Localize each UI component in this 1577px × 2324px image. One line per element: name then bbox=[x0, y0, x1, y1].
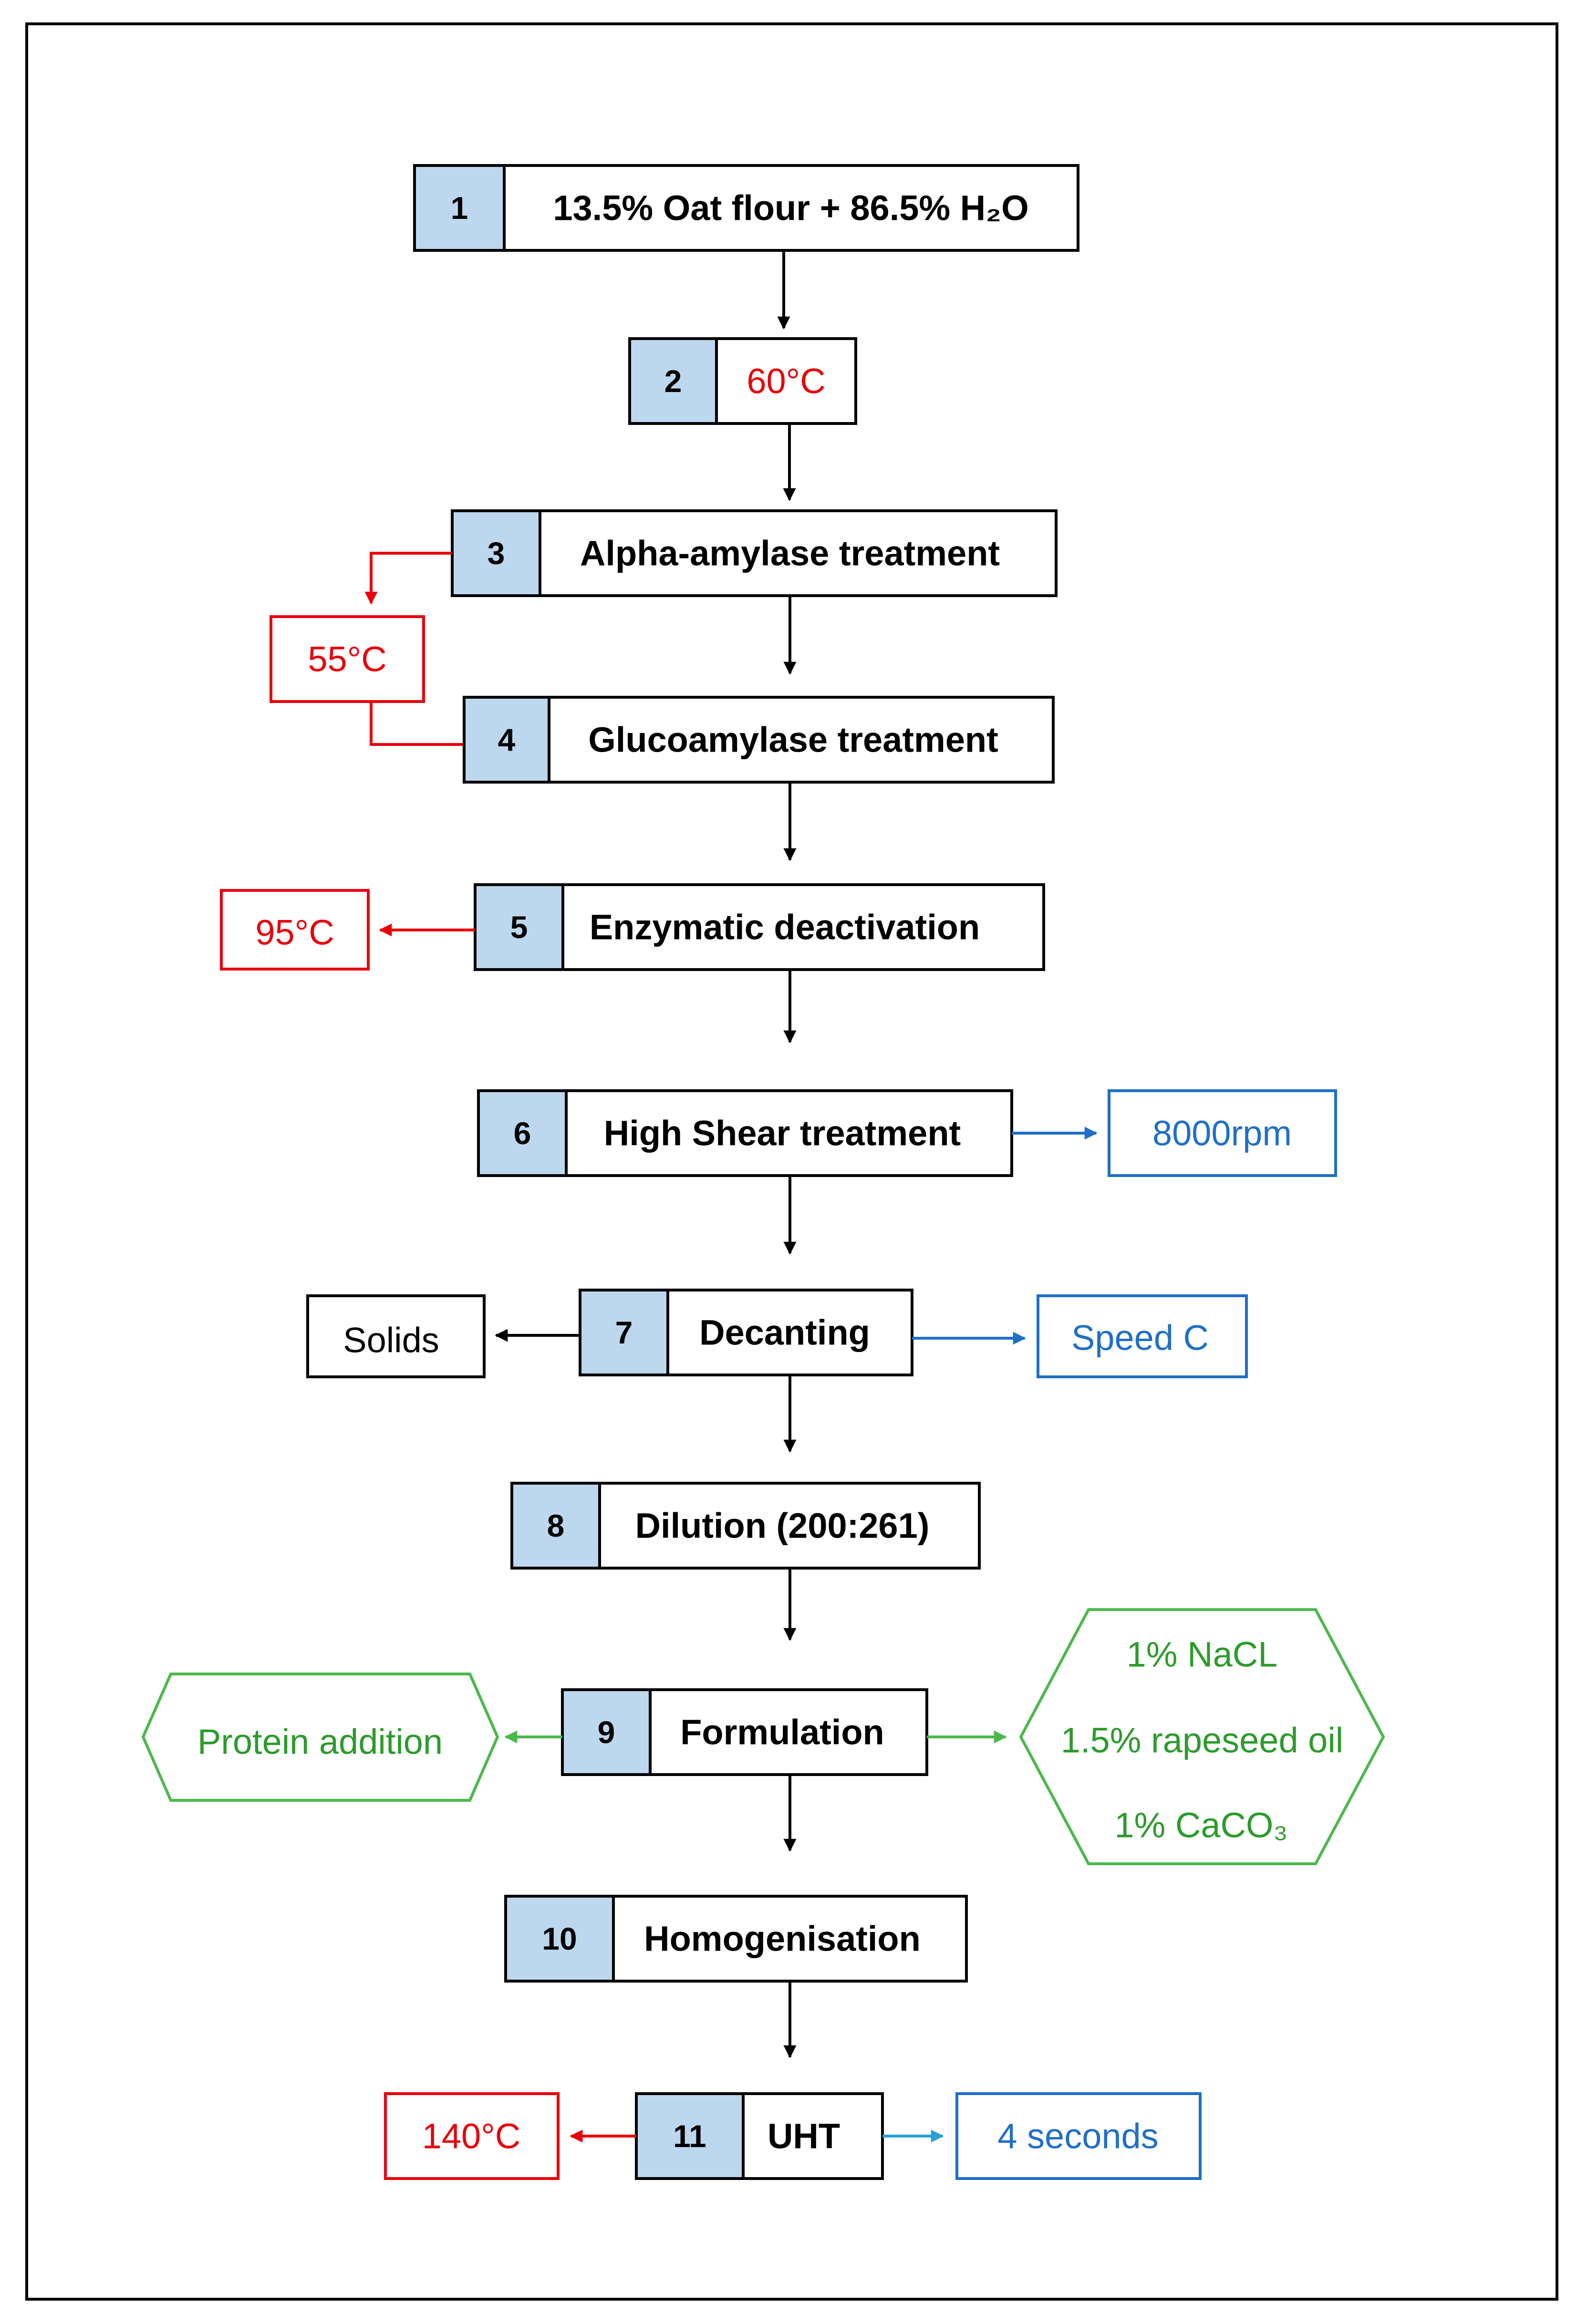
additive-1: 1% NaCL bbox=[1127, 1635, 1278, 1674]
step-2-number-box bbox=[628, 337, 718, 425]
uht-temp-label: 140°C bbox=[422, 2117, 521, 2156]
step-2: 2 60°C bbox=[628, 337, 857, 425]
uht-time-box bbox=[955, 2092, 1202, 2180]
shear-speed-label: 8000rpm bbox=[1152, 1114, 1292, 1153]
step-7-label-box bbox=[666, 1289, 913, 1376]
step-1-number-box bbox=[413, 164, 506, 252]
step-10-number-box bbox=[504, 1895, 615, 1983]
step-5-number: 5 bbox=[510, 909, 528, 945]
step-10: 10 Homogenisation bbox=[504, 1895, 968, 1983]
step-5: 5 Enzymatic deactivation bbox=[474, 883, 1045, 971]
uht-time-label: 4 seconds bbox=[997, 2117, 1158, 2156]
step-9-label-box bbox=[649, 1688, 928, 1776]
step-7-label: Decanting bbox=[699, 1313, 870, 1353]
step-7: 7 Decanting bbox=[579, 1289, 913, 1376]
solids-label: Solids bbox=[343, 1321, 439, 1360]
step-2-label-box bbox=[715, 337, 857, 425]
step-1-label-box bbox=[503, 164, 1079, 252]
step-3-label-box bbox=[539, 509, 1058, 597]
step-9-number-box bbox=[561, 1688, 652, 1776]
step-9: 9 Formulation bbox=[561, 1688, 928, 1776]
step-5-label-box bbox=[561, 883, 1045, 971]
step-11-label-box bbox=[742, 2092, 884, 2180]
step-11-number: 11 bbox=[673, 2118, 706, 2154]
step-8-label: Dilution (200:261) bbox=[635, 1506, 930, 1546]
solids-box bbox=[306, 1294, 486, 1378]
step-6-number: 6 bbox=[514, 1116, 531, 1151]
step-6: 6 High Shear treatment bbox=[477, 1089, 1013, 1177]
step-1: 1 13.5% Oat flour + 86.5% H₂O bbox=[413, 164, 1079, 252]
step-6-label: High Shear treatment bbox=[604, 1114, 961, 1153]
protein-label: Protein addition bbox=[197, 1722, 443, 1762]
decanting-speed-box bbox=[1037, 1294, 1248, 1378]
step-10-label-box bbox=[612, 1895, 968, 1983]
step-8-number: 8 bbox=[547, 1508, 565, 1543]
step-5-label: Enzymatic deactivation bbox=[590, 908, 980, 947]
step-10-number: 10 bbox=[542, 1921, 577, 1956]
amylase-temp-label: 55°C bbox=[308, 640, 386, 679]
step-4-number: 4 bbox=[498, 722, 516, 757]
decanting-speed-label: Speed C bbox=[1071, 1318, 1209, 1358]
shear-speed-box bbox=[1108, 1089, 1337, 1177]
outer-frame bbox=[25, 22, 1558, 2301]
step-3: 3 Alpha-amylase treatment bbox=[451, 509, 1058, 597]
step-4-label-box bbox=[548, 696, 1055, 784]
step-3-number: 3 bbox=[488, 536, 505, 571]
amylase-temp-connector-bottom bbox=[370, 702, 464, 746]
step-9-label: Formulation bbox=[680, 1713, 884, 1752]
step-3-number-box bbox=[451, 509, 541, 597]
deactivation-temp-box bbox=[220, 889, 370, 971]
step-5-number-box bbox=[474, 883, 564, 971]
deactivation-temp-label: 95°C bbox=[255, 913, 334, 952]
additive-3: 1% CaCO₃ bbox=[1114, 1806, 1287, 1845]
step-2-label: 60°C bbox=[747, 362, 825, 401]
step-4-label: Glucoamylase treatment bbox=[588, 720, 998, 760]
step-3-label: Alpha-amylase treatment bbox=[580, 534, 1000, 573]
step-11-label: UHT bbox=[768, 2117, 840, 2156]
amylase-temp-connector-top bbox=[364, 552, 452, 605]
step-7-number: 7 bbox=[615, 1315, 633, 1350]
step-11: 11 UHT bbox=[635, 2092, 884, 2180]
step-4: 4 Glucoamylase treatment bbox=[463, 696, 1055, 784]
additive-2: 1.5% rapeseed oil bbox=[1061, 1721, 1343, 1760]
step-1-number: 1 bbox=[451, 190, 468, 226]
protein-hexagon bbox=[141, 1673, 499, 1802]
step-9-number: 9 bbox=[598, 1715, 615, 1750]
step-6-number-box bbox=[477, 1089, 568, 1177]
amylase-temp-box bbox=[270, 615, 425, 703]
step-10-label: Homogenisation bbox=[644, 1919, 921, 1959]
step-4-number-box bbox=[463, 696, 550, 784]
step-1-label: 13.5% Oat flour + 86.5% H₂O bbox=[553, 188, 1028, 228]
step-6-label-box bbox=[565, 1089, 1013, 1177]
uht-temp-box bbox=[384, 2092, 560, 2180]
additives-hexagon bbox=[1019, 1608, 1385, 1865]
step-8: 8 Dilution (200:261) bbox=[510, 1482, 981, 1570]
step-2-number: 2 bbox=[664, 363, 682, 399]
